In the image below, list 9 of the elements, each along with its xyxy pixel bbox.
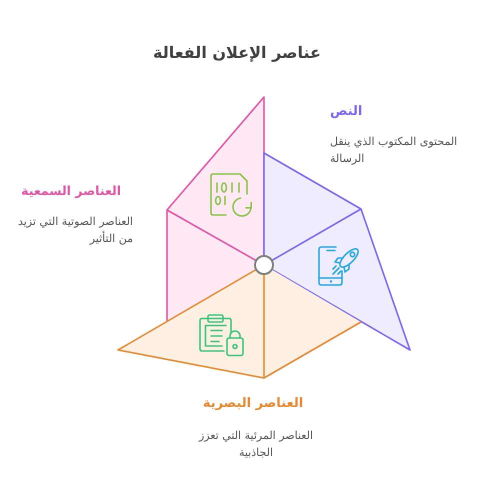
description: المحتوى المكتوب الذي ينقل الرسالة <box>330 134 458 167</box>
heading: النص <box>330 103 362 120</box>
description: العناصر المرئية التي تعزز الجاذبية <box>198 428 314 461</box>
heading: العناصر السمعية <box>21 182 121 199</box>
folded-panel <box>263 152 411 351</box>
description: العناصر الصوتية التي تزيد من التأثير <box>16 214 133 247</box>
title: عناصر الإعلان الفعالة <box>153 42 321 63</box>
folded-panel <box>166 96 265 323</box>
heading: العناصر البصرية <box>202 395 304 412</box>
